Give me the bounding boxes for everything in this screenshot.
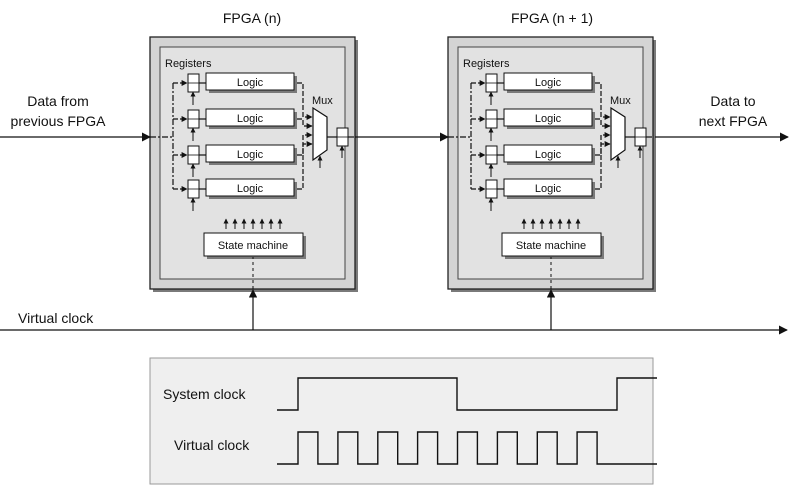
output-label-line2: next FPGA bbox=[699, 113, 768, 129]
virtual-clock-line-label: Virtual clock bbox=[18, 310, 94, 326]
fpga-n1-title: FPGA (n + 1) bbox=[511, 10, 593, 26]
state-machine bbox=[203, 232, 304, 257]
mux-label: Mux bbox=[610, 95, 631, 107]
system-clock-label: System clock bbox=[163, 386, 246, 402]
fpga-n-title: FPGA (n) bbox=[223, 10, 281, 26]
logic-label: Logic bbox=[535, 113, 562, 125]
input-label-line2: previous FPGA bbox=[11, 113, 107, 129]
system-clock-waveform bbox=[277, 377, 657, 411]
logic-block bbox=[503, 72, 593, 91]
logic-label: Logic bbox=[535, 149, 562, 161]
output-label-line1: Data to bbox=[710, 93, 755, 109]
logic-label: Logic bbox=[535, 77, 562, 89]
logic-label: Logic bbox=[237, 113, 264, 125]
logic-block bbox=[205, 72, 295, 91]
state-machine bbox=[501, 232, 602, 257]
logic-label: Logic bbox=[237, 77, 264, 89]
logic-label: Logic bbox=[237, 149, 264, 161]
registers-label: Registers bbox=[165, 58, 212, 70]
logic-block bbox=[503, 178, 593, 197]
mux bbox=[610, 106, 626, 162]
mux bbox=[312, 106, 328, 162]
logic-label: Logic bbox=[237, 183, 264, 195]
registers-label: Registers bbox=[463, 58, 510, 70]
virtual-clock-waveform bbox=[277, 431, 657, 465]
mux-label: Mux bbox=[312, 95, 333, 107]
logic-block bbox=[503, 108, 593, 127]
logic-block bbox=[503, 144, 593, 163]
logic-label: Logic bbox=[535, 183, 562, 195]
input-label-line1: Data from bbox=[27, 93, 88, 109]
logic-block bbox=[205, 144, 295, 163]
logic-block bbox=[205, 178, 295, 197]
timing-panel: System clock Virtual clock bbox=[149, 357, 657, 485]
state-machine-label: State machine bbox=[516, 240, 586, 252]
virtual-clock-label: Virtual clock bbox=[174, 437, 250, 453]
state-machine-label: State machine bbox=[218, 240, 288, 252]
logic-block bbox=[205, 108, 295, 127]
